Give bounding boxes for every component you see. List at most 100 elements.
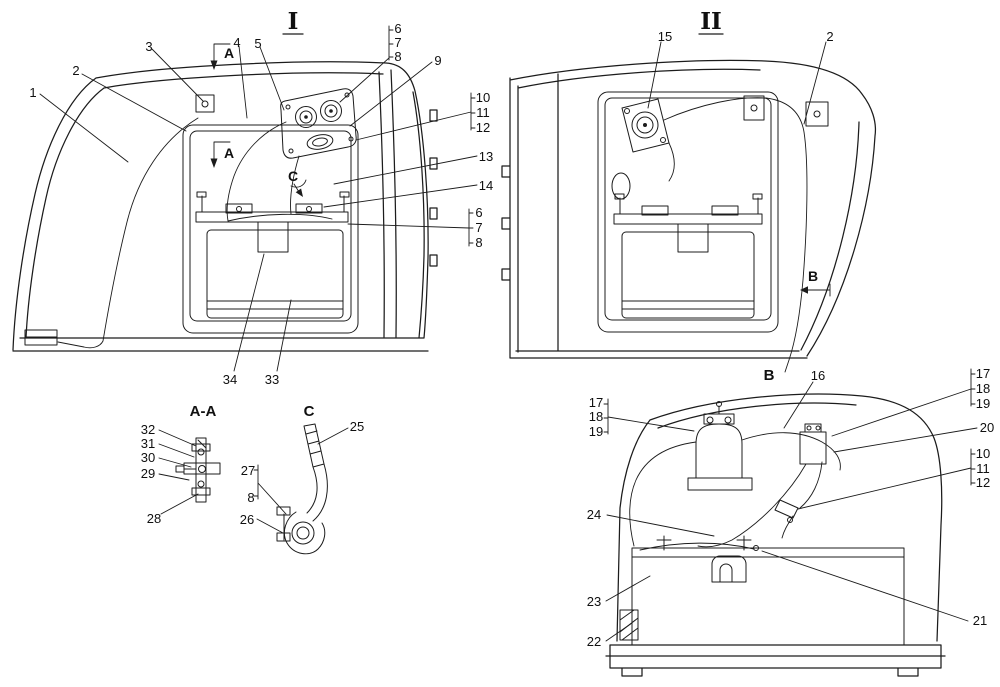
callout-6b: 6 [475, 205, 482, 220]
panel-screw [288, 148, 294, 154]
bracket-bolt [197, 448, 205, 456]
view1-callouts: 1 2 3 4 5 6 7 8 9 10 11 12 13 14 6 7 8 3… [29, 21, 493, 387]
switch-screw [624, 108, 630, 114]
detail-aa-title: A-A [190, 403, 217, 420]
section-a-arrow-top [210, 60, 218, 70]
callout-12b: 12 [976, 475, 990, 490]
detail-c-callouts: C 25 27 8 26 [240, 403, 364, 527]
detail-aa-leader-lines [158, 429, 199, 515]
callout-8b: 8 [475, 235, 482, 250]
ground-bolt [201, 100, 209, 108]
view2-switch [611, 104, 821, 200]
switch-screw [660, 137, 666, 143]
callout-26: 26 [240, 512, 254, 527]
terminal-bolt [750, 104, 758, 112]
disconnect-switch-inner [636, 116, 654, 134]
relay-terminal-small [815, 425, 821, 431]
panel-screw [348, 136, 354, 142]
callout-2b: 2 [826, 29, 833, 44]
viewb-leader-lines [603, 368, 978, 642]
clamp-bolt [306, 206, 312, 212]
connector-socket-left-pin [304, 115, 308, 119]
viewb-callouts: B 16 17 18 19 20 10 11 12 17 18 19 24 23… [587, 366, 994, 649]
viewb-wiring-harness [629, 432, 841, 551]
clamped-cable [291, 521, 315, 545]
viewb-machine-outline [605, 393, 946, 677]
section-a-arrow-bottom [210, 158, 218, 168]
wire-junction [787, 517, 793, 523]
clamp-bolt [236, 206, 242, 212]
callout-28: 28 [147, 511, 161, 526]
callout-29: 29 [141, 466, 155, 481]
view1-leader-lines [39, 25, 478, 372]
view1-wiring-harness [57, 117, 333, 349]
callout-31: 31 [141, 436, 155, 451]
panel-screw [285, 104, 291, 110]
section-a-label-bottom: A [224, 145, 234, 161]
disconnect-switch [631, 111, 659, 139]
callout-14: 14 [479, 178, 493, 193]
callout-24: 24 [587, 507, 601, 522]
connector-socket-left-inner [299, 110, 313, 124]
callout-23: 23 [587, 594, 601, 609]
view-2: II 15 2 B [501, 8, 877, 373]
wire-loop [611, 172, 631, 200]
callout-25: 25 [350, 419, 364, 434]
panel-bolt [813, 110, 821, 118]
callout-11b: 11 [976, 461, 990, 476]
panel-screw [344, 92, 350, 98]
callout-11: 11 [476, 105, 490, 120]
callout-10b: 10 [976, 446, 990, 461]
detail-aa-part [175, 437, 221, 503]
viewb-title: B [764, 367, 775, 384]
relay-terminal [706, 416, 714, 424]
bracket-bolt [197, 480, 205, 488]
relay-terminal [724, 416, 732, 424]
callout-16: 16 [811, 368, 825, 383]
view-1: I 1 2 3 4 5 6 7 8 9 10 11 12 13 14 6 7 8… [12, 8, 493, 387]
callout-21: 21 [973, 613, 987, 628]
callout-8c: 8 [247, 490, 254, 505]
view2-machine-body [501, 59, 877, 359]
callout-19l: 19 [589, 424, 603, 439]
callout-34: 34 [223, 372, 237, 387]
detail-aa-callouts: A-A 32 31 30 29 28 [141, 403, 217, 526]
callout-3: 3 [145, 39, 152, 54]
view2-title: II [700, 8, 722, 35]
oval-connector [306, 134, 334, 150]
callout-13: 13 [479, 149, 493, 164]
callout-33: 33 [265, 372, 279, 387]
view1-section-marks [213, 43, 300, 193]
callout-19r: 19 [976, 396, 990, 411]
viewb-terminals [706, 401, 821, 551]
callout-7: 7 [394, 35, 401, 50]
view2-leader-lines [647, 41, 831, 297]
callout-12: 12 [476, 120, 490, 135]
oval-connector-inner [312, 137, 328, 147]
relay-terminal-small [806, 425, 812, 431]
callout-9: 9 [434, 53, 441, 68]
callout-4: 4 [233, 35, 240, 50]
connector-socket-right [320, 100, 342, 122]
view2-callouts: 15 2 B [658, 29, 834, 284]
callout-5: 5 [254, 36, 261, 51]
view2-battery-assembly [597, 91, 829, 333]
detail-c-title: C [304, 403, 315, 420]
connector-socket-right-pin [329, 109, 333, 113]
callout-2: 2 [72, 63, 79, 78]
callout-6: 6 [394, 21, 401, 36]
detail-c: C 25 27 8 26 [240, 403, 364, 555]
callout-20: 20 [980, 420, 994, 435]
callout-18r: 18 [976, 381, 990, 396]
detail-a-a: A-A 32 31 30 29 28 [141, 403, 221, 526]
connector-socket-right-inner [324, 104, 338, 118]
view2-wiring-harness [663, 97, 808, 373]
section-a-label-top: A [224, 45, 234, 61]
view1-title: I [288, 8, 299, 35]
connector-socket-left [295, 106, 317, 128]
detail-c-arrow [295, 188, 303, 197]
detail-c-part [276, 423, 328, 555]
callout-18l: 18 [589, 409, 603, 424]
clamped-cable-core [296, 526, 310, 540]
